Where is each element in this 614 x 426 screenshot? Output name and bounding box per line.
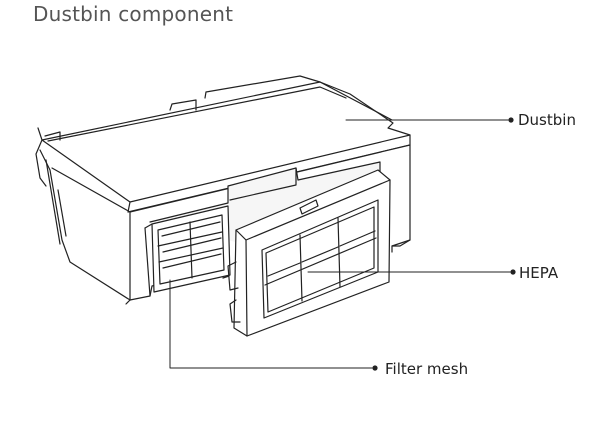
hepa-filter-part [222,169,391,337]
filter-mesh-part [144,205,231,297]
dustbin-label: Dustbin [518,111,576,129]
filter-mesh-label: Filter mesh [385,360,469,378]
filter-mesh-leader-dot [372,365,378,371]
dustbin-leader-dot [508,117,514,123]
callout-lines [169,117,516,371]
hepa-leader-dot [510,269,516,275]
hepa-label: HEPA [519,264,559,282]
page-title: Dustbin component [33,2,234,26]
filter-mesh-leader-line [169,279,373,369]
